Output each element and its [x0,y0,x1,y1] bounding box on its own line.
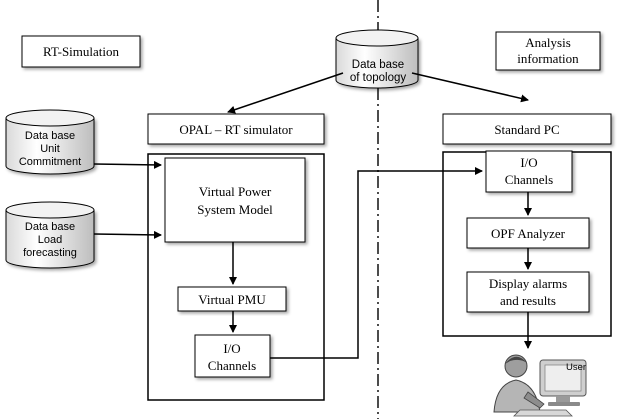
svg-text:Load: Load [38,234,62,246]
svg-text:Channels: Channels [505,172,553,187]
rt-simulation-label: RT-Simulation [21,35,141,68]
database-load-forecasting: Data base Load forecasting [5,201,95,269]
virtual-power-system-model: Virtual Power System Model [164,157,306,243]
arrow-load-forecasting-to-model [93,230,162,239]
svg-text:OPF Analyzer: OPF Analyzer [491,226,566,241]
svg-text:information: information [517,51,579,66]
svg-text:Display alarms: Display alarms [489,276,567,291]
svg-text:Commitment: Commitment [19,156,81,168]
svg-text:Unit: Unit [40,143,60,155]
svg-text:of topology: of topology [350,72,407,84]
svg-text:Standard PC: Standard PC [494,122,559,137]
svg-text:Virtual PMU: Virtual PMU [198,292,266,307]
svg-text:Data base: Data base [25,130,75,142]
svg-text:Channels: Channels [208,358,256,373]
io-channels-left: I/O Channels [194,334,271,378]
opal-rt-simulator-title: OPAL – RT simulator [147,113,325,145]
display-alarms-results: Display alarms and results [466,271,590,313]
database-topology: Data base of topology [335,29,419,89]
svg-text:Data base: Data base [352,59,404,71]
io-channels-right: I/O Channels [485,150,573,193]
virtual-pmu: Virtual PMU [177,286,287,312]
svg-text:Analysis: Analysis [525,35,571,50]
svg-text:OPAL – RT simulator: OPAL – RT simulator [179,122,293,137]
analysis-information-label: Analysis information [495,31,601,71]
arrow-io-left-to-io-right [270,167,483,359]
svg-text:System Model: System Model [197,202,273,217]
arrow-topology-to-opal [227,72,344,114]
user-workstation-icon: User [493,354,587,417]
svg-text:Data base: Data base [25,221,75,233]
svg-text:RT-Simulation: RT-Simulation [43,44,120,59]
svg-text:and results: and results [500,293,556,308]
arrow-unit-commitment-to-model [93,160,162,169]
database-unit-commitment: Data base Unit Commitment [5,109,95,175]
svg-text:Virtual Power: Virtual Power [199,184,272,199]
arrow-topology-to-analysis [411,72,529,103]
user-label: User [566,362,586,373]
standard-pc-title: Standard PC [442,113,612,145]
opf-analyzer: OPF Analyzer [466,217,590,249]
opal-container [147,153,325,401]
svg-text:I/O: I/O [223,341,240,356]
svg-text:forecasting: forecasting [23,247,77,259]
svg-text:I/O: I/O [520,155,537,170]
